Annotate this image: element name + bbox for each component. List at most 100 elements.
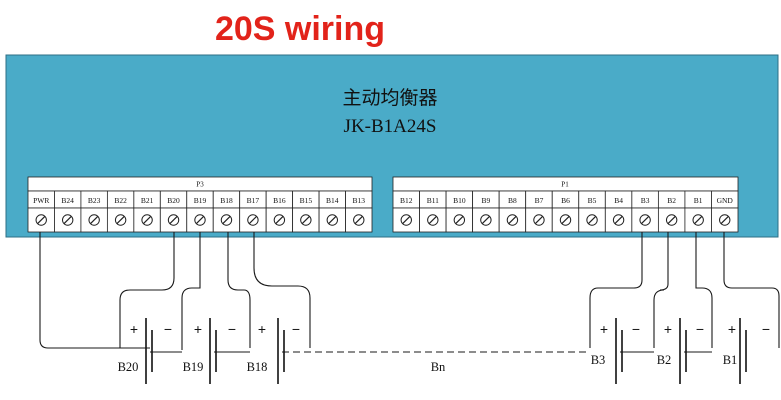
connector-p3: P3 PWR B24 B23 B22 B21 B20 B19 B18 B17 B16 B15 B14 B… [27, 176, 373, 233]
wire-b20 [119, 232, 175, 348]
wire-b2 [653, 232, 669, 348]
terminal-label: B22 [114, 196, 127, 205]
minus-sign: − [632, 321, 640, 337]
screw-slot [116, 215, 125, 225]
screw-housing [445, 207, 474, 233]
terminal-label: B13 [353, 196, 366, 205]
terminal-b10: B10 [445, 190, 474, 233]
terminal-b3: B3 [631, 190, 659, 233]
terminal-label: B21 [141, 196, 154, 205]
terminal-b8: B8 [498, 190, 527, 233]
minus-sign: − [292, 321, 300, 337]
screw-slot [301, 215, 310, 225]
terminal-label: B20 [167, 196, 180, 205]
terminal-label: B10 [453, 196, 466, 205]
connector-p3-label: P3 [196, 181, 204, 189]
terminal-label: B17 [247, 196, 260, 205]
bn-label: Bn [431, 360, 446, 374]
battery-cell-b1: + − B1 [723, 318, 770, 384]
terminal-b24: B24 [54, 190, 82, 233]
wire-b3 [589, 232, 643, 348]
screw-slot [63, 215, 72, 225]
terminal-b7: B7 [525, 190, 553, 233]
terminal-label: B16 [273, 196, 286, 205]
terminal-b2: B2 [657, 190, 686, 233]
terminal-b18: B18 [212, 190, 241, 233]
terminal-b19: B19 [186, 190, 214, 233]
page-title: 20S wiring [215, 10, 385, 48]
battery-cells: +−B20+−B19+−B18+−B3+−B2+−B1 [118, 318, 770, 384]
screw-slot [481, 215, 490, 225]
terminal-b23: B23 [80, 190, 108, 233]
wire-pwr [39, 232, 150, 349]
battery-cell-b19: +−B19 [183, 318, 236, 384]
terminal-label: B3 [641, 196, 650, 205]
plus-sign: + [664, 321, 672, 337]
screw-slot [169, 215, 178, 225]
terminal-label: B24 [61, 196, 74, 205]
terminal-label: B12 [400, 196, 413, 205]
connector-p1-label: P1 [561, 181, 569, 189]
terminal-b21: B21 [133, 190, 161, 233]
terminal-label: B2 [667, 196, 676, 205]
screw-slot [143, 215, 152, 225]
cell-label: B2 [657, 353, 672, 367]
terminal-b20: B20 [159, 190, 188, 233]
terminal-label: B11 [427, 196, 439, 205]
wire-b18 [227, 232, 251, 348]
screw-slot [534, 215, 543, 225]
battery-cell-b20: +−B20 [118, 318, 172, 384]
terminal-b1: B1 [684, 190, 712, 233]
terminal-pwr: PWR [27, 190, 55, 233]
wire-gnd [723, 232, 780, 348]
terminal-label: B7 [535, 196, 544, 205]
terminal-label: B15 [300, 196, 313, 205]
terminal-label: B9 [482, 196, 491, 205]
terminal-b16: B16 [265, 190, 294, 233]
screw-slot [275, 215, 284, 225]
plus-sign: + [728, 321, 736, 337]
plus-sign: + [600, 321, 608, 337]
terminal-b13: B13 [345, 190, 373, 233]
screw-slot [328, 215, 337, 225]
terminal-b4: B4 [604, 190, 633, 233]
screw-slot [694, 215, 703, 225]
terminal-label: PWR [33, 196, 49, 205]
screw-slot [588, 215, 597, 225]
screw-slot [667, 215, 676, 225]
screw-slot [614, 215, 623, 225]
wire-b19 [181, 232, 201, 350]
minus-sign: − [164, 321, 172, 337]
terminal-b17: B17 [239, 190, 267, 233]
terminal-label: B23 [88, 196, 101, 205]
board-model: JK-B1A24S [344, 116, 437, 137]
terminal-b5: B5 [578, 190, 606, 233]
screw-slot [37, 215, 46, 225]
screw-slot [195, 215, 205, 225]
terminal-b12: B12 [392, 190, 420, 233]
wire-b17 [253, 232, 311, 348]
terminal-label: B4 [614, 196, 623, 205]
screw-slot [354, 215, 363, 225]
cell-label: B19 [183, 360, 204, 374]
terminal-label: B5 [588, 196, 597, 205]
board-name: 主动均衡器 [342, 87, 437, 109]
minus-sign: − [762, 321, 770, 337]
plus-sign: + [130, 321, 138, 337]
screw-slot [720, 215, 729, 225]
plus-sign: + [194, 321, 202, 337]
terminal-label: B14 [326, 196, 339, 205]
screw-slot [428, 215, 437, 225]
terminal-label: GND [717, 196, 734, 205]
battery-cell-b3: + − B3 [591, 318, 640, 384]
terminal-gnd: GND [711, 190, 739, 233]
minus-sign: − [696, 321, 704, 337]
terminal-label: B19 [194, 196, 207, 205]
battery-cell-b2: + − B2 [657, 318, 704, 384]
plus-sign: + [258, 321, 266, 337]
cell-label: B1 [723, 353, 738, 367]
wires [39, 232, 780, 353]
screw-slot [641, 215, 650, 225]
cell-label: B3 [591, 353, 606, 367]
